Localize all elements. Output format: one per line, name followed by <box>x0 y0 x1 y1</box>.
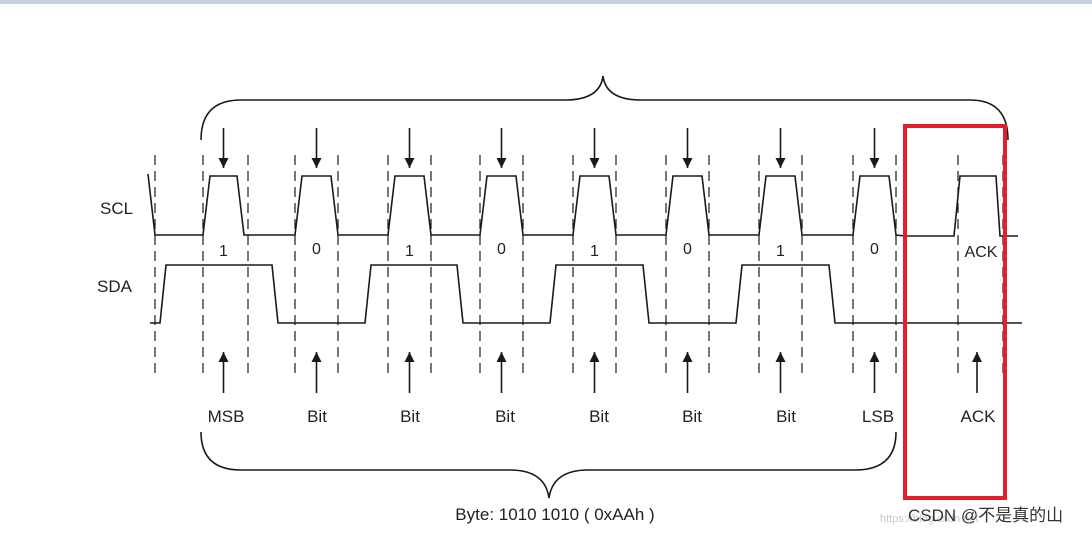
bit-value: 0 <box>312 241 321 258</box>
ack-highlight-box <box>903 124 1007 500</box>
down-arrow <box>496 128 507 168</box>
credit-text: CSDN @不是真的山 <box>908 506 1063 525</box>
bottom-brace <box>200 431 897 499</box>
bit-position-label: MSB <box>208 407 245 426</box>
bit-value: 0 <box>683 241 692 258</box>
sample-arrows-top <box>218 128 880 168</box>
scl-label: SCL <box>100 199 133 218</box>
up-arrow <box>972 352 982 393</box>
up-arrow <box>775 352 786 393</box>
down-arrow <box>589 128 600 168</box>
ack-bit-value: ACK <box>965 244 998 261</box>
bit-value: 1 <box>776 243 785 260</box>
sample-arrows-bottom <box>218 352 982 393</box>
bit-position-label: ACK <box>961 407 997 426</box>
top-border-strip <box>0 0 1092 4</box>
bit-position-label: Bit <box>495 407 515 426</box>
bit-value: 1 <box>590 243 599 260</box>
bit-value: 1 <box>219 243 228 260</box>
bit-position-label: LSB <box>862 407 894 426</box>
down-arrow <box>682 128 693 168</box>
watermark-text: https://blog.csdn.net <box>880 513 978 525</box>
bit-position-label: Bit <box>307 407 327 426</box>
bit-position-label: Bit <box>400 407 420 426</box>
bit-value: 1 <box>405 243 414 260</box>
bit-value: 0 <box>497 241 506 258</box>
down-arrow <box>869 128 880 168</box>
sda-waveform <box>150 264 1022 324</box>
top-brace <box>200 75 1009 141</box>
up-arrow <box>682 352 693 393</box>
up-arrow <box>496 352 507 393</box>
bit-position-label: Bit <box>776 407 796 426</box>
down-arrow <box>404 128 415 168</box>
up-arrow <box>404 352 415 393</box>
down-arrow <box>218 128 229 168</box>
up-arrow <box>589 352 600 393</box>
bit-values: 1 0 1 0 1 0 1 0 ACK <box>219 241 998 261</box>
down-arrow <box>311 128 322 168</box>
bit-position-label: Bit <box>682 407 702 426</box>
byte-caption: Byte: 1010 1010 ( 0xAAh ) <box>455 505 654 524</box>
sda-label: SDA <box>97 277 133 296</box>
bit-value: 0 <box>870 241 879 258</box>
scl-waveform <box>147 173 1018 237</box>
bit-position-labels: MSB Bit Bit Bit Bit Bit Bit LSB ACK <box>208 407 997 426</box>
up-arrow <box>218 352 229 393</box>
down-arrow <box>775 128 786 168</box>
bit-position-label: Bit <box>589 407 609 426</box>
up-arrow <box>311 352 322 393</box>
up-arrow <box>869 352 880 393</box>
